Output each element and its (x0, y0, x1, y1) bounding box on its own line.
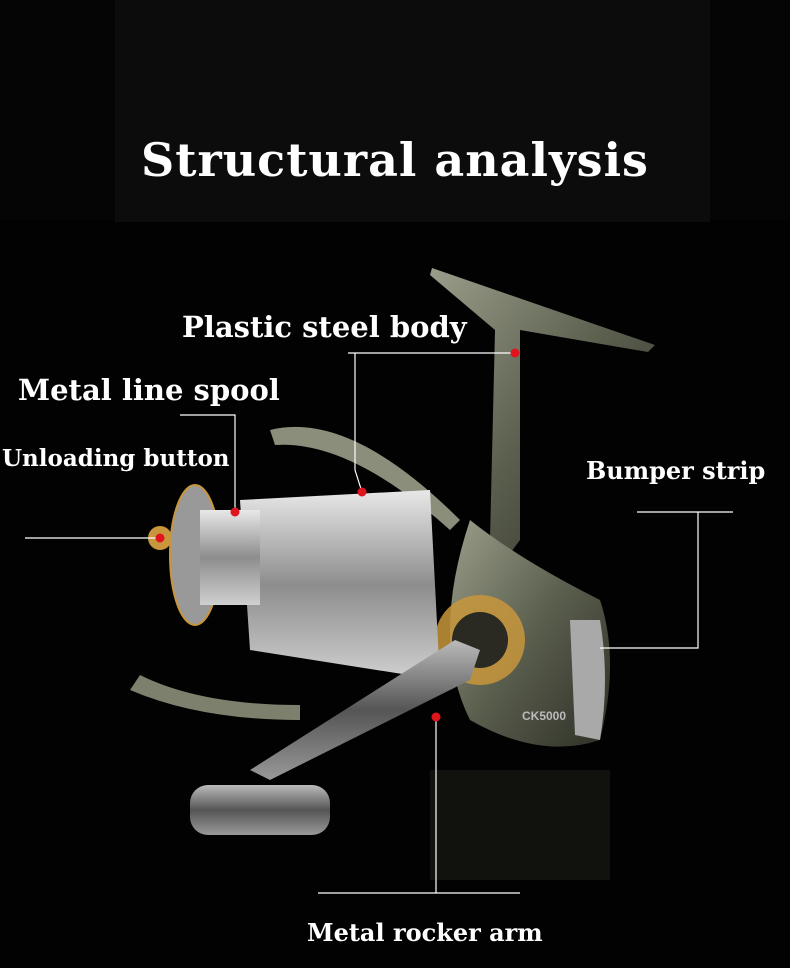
reel-model-label: CK5000 (522, 709, 566, 723)
title-box (115, 0, 710, 222)
rocker-arm (250, 640, 480, 780)
spool (240, 490, 440, 680)
handle-knob (190, 785, 330, 835)
page-title: Structural analysis (141, 133, 649, 187)
callout-line-spool (180, 414, 236, 512)
marker-dot (510, 348, 520, 358)
label-metal-rocker-arm: Metal rocker arm (307, 918, 543, 947)
callout-line-bumper-2 (600, 512, 699, 649)
reel-body (450, 520, 610, 747)
bumper-strip-shape (570, 620, 605, 740)
marker-dot (431, 712, 441, 722)
label-plastic-steel-body: Plastic steel body (182, 310, 467, 344)
callout-line-body-2 (354, 353, 363, 493)
reel-foot (430, 268, 655, 560)
label-bumper-strip: Bumper strip (586, 456, 766, 485)
marker-dot (357, 487, 367, 497)
marker-dot (230, 507, 240, 517)
label-unloading-button: Unloading button (2, 445, 230, 472)
bail-arm (270, 426, 460, 530)
label-metal-line-spool: Metal line spool (18, 373, 280, 407)
marker-dot (155, 533, 165, 543)
